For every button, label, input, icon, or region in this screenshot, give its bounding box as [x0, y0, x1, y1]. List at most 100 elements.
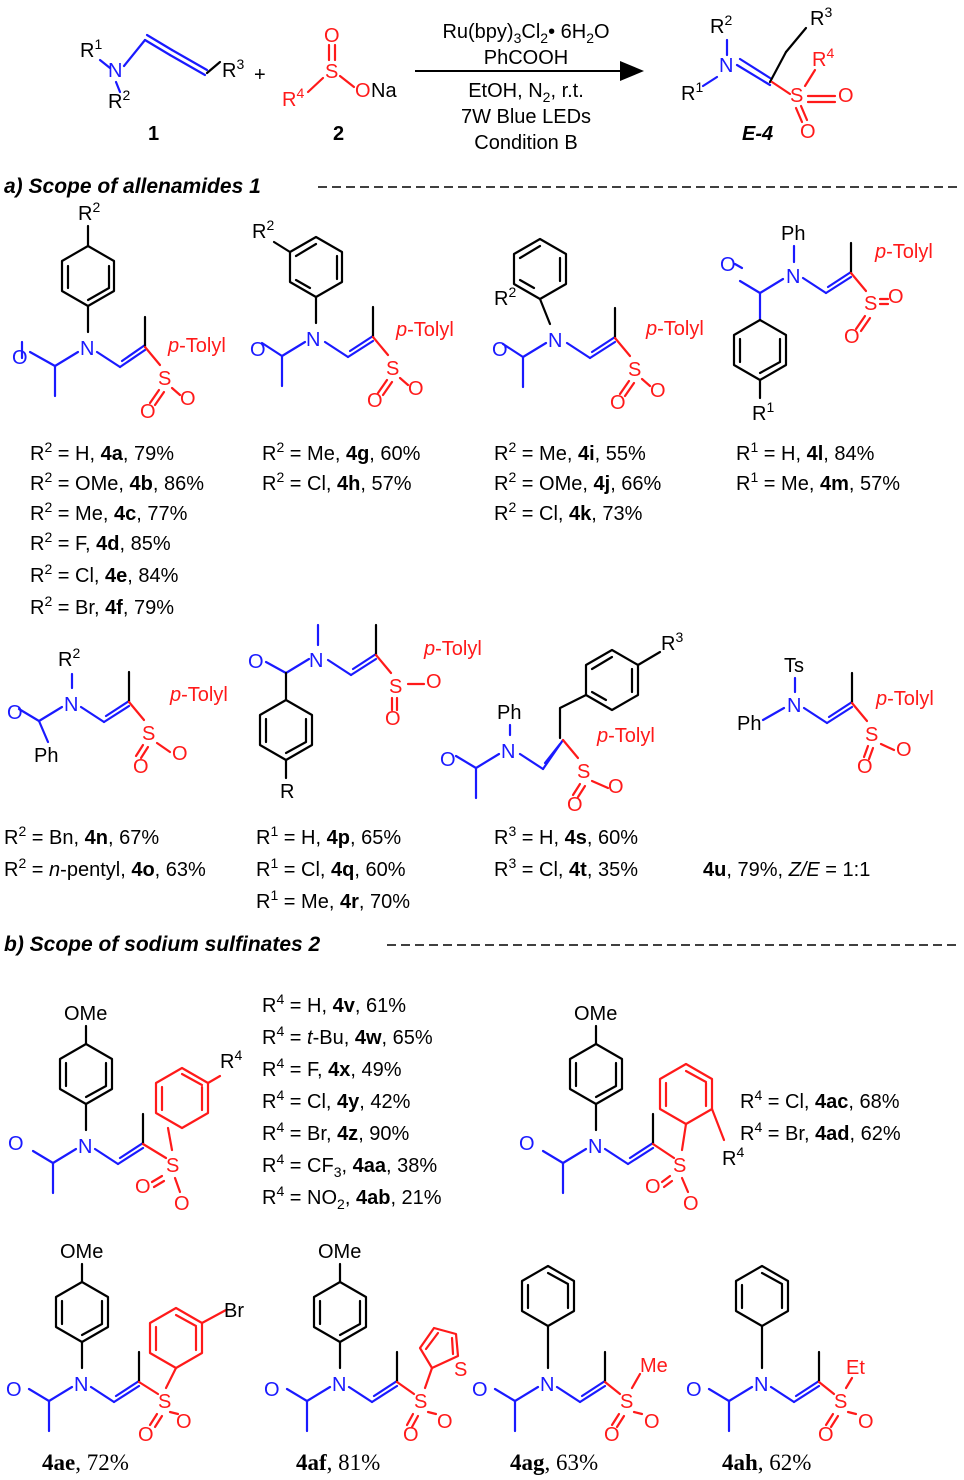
svg-text:O: O	[385, 708, 401, 730]
svg-text:R4: R4	[220, 1047, 242, 1073]
structure-4ah: N O S Et O O 4ah, 62%	[686, 1264, 874, 1475]
svg-text:R3: R3	[661, 629, 683, 655]
svg-text:OMe: OMe	[60, 1241, 103, 1263]
yields-4s-4t: R3 = H, 4s, 60% R3 = Cl, 4t, 35%	[494, 823, 638, 881]
svg-text:Ph: Ph	[34, 745, 58, 767]
section-b-title: b) Scope of sodium sulfinates 2	[4, 933, 321, 956]
svg-text:R4 = NO2, 4ab, 21%: R4 = NO2, 4ab, 21%	[262, 1183, 442, 1212]
svg-text:O: O	[857, 756, 873, 778]
svg-text:p-Tolyl: p-Tolyl	[645, 318, 704, 340]
svg-text:R4 = CF3, 4aa, 38%: R4 = CF3, 4aa, 38%	[262, 1151, 437, 1180]
svg-text:O: O	[720, 254, 736, 276]
svg-text:O: O	[133, 756, 149, 778]
svg-text:O: O	[248, 651, 264, 673]
atom-r3: R3	[222, 56, 244, 82]
svg-text:R2 = Cl, 4k, 73%: R2 = Cl, 4k, 73%	[494, 499, 643, 525]
svg-text:O: O	[176, 1411, 192, 1433]
svg-text:O: O	[645, 1176, 661, 1198]
svg-text:R2 = OMe, 4j, 66%: R2 = OMe, 4j, 66%	[494, 469, 662, 495]
yields-4v-4ab: R4 = H, 4v, 61% R4 = t-Bu, 4w, 65% R4 = …	[262, 991, 442, 1212]
svg-text:4af, 81%: 4af, 81%	[296, 1450, 380, 1475]
svg-text:N: N	[588, 1136, 602, 1158]
svg-text:O: O	[650, 380, 666, 402]
atom-n: N	[108, 60, 122, 82]
svg-text:S: S	[158, 1391, 171, 1413]
svg-text:N: N	[306, 329, 320, 351]
svg-text:S: S	[158, 368, 171, 390]
svg-text:R4 = Cl, 4y, 42%: R4 = Cl, 4y, 42%	[262, 1087, 411, 1113]
svg-text:S: S	[166, 1155, 179, 1177]
svg-text:O: O	[610, 392, 626, 414]
svg-text:7W Blue LEDs: 7W Blue LEDs	[461, 106, 591, 128]
atom-r4: R4	[282, 85, 304, 111]
yields-4g-4h: R2 = Me, 4g, 60% R2 = Cl, 4h, 57%	[262, 439, 421, 495]
svg-text:R1 = Me, 4r, 70%: R1 = Me, 4r, 70%	[256, 887, 410, 913]
svg-text:N: N	[80, 338, 94, 360]
svg-text:R3: R3	[810, 4, 832, 30]
svg-text:O: O	[472, 1379, 488, 1401]
svg-text:O: O	[408, 378, 424, 400]
svg-text:4ag, 63%: 4ag, 63%	[510, 1450, 598, 1475]
svg-text:R3 = H, 4s, 60%: R3 = H, 4s, 60%	[494, 823, 638, 849]
svg-text:O: O	[172, 743, 188, 765]
svg-text:R1: R1	[752, 399, 774, 425]
reaction-conditions: Ru(bpy)3Cl2• 6H2O PhCOOH EtOH, N2, r.t. …	[415, 21, 644, 154]
svg-text:p-Tolyl: p-Tolyl	[395, 319, 454, 341]
svg-text:O: O	[138, 1424, 154, 1446]
svg-text:p-Tolyl: p-Tolyl	[875, 688, 934, 710]
svg-text:R2 = Cl, 4h, 57%: R2 = Cl, 4h, 57%	[262, 469, 412, 495]
structure-4n: R2 N O Ph S p-Tolyl O O	[7, 645, 228, 778]
svg-text:OMe: OMe	[318, 1241, 361, 1263]
svg-text:R4: R4	[722, 1144, 744, 1170]
svg-text:S: S	[386, 358, 399, 380]
svg-text:R4: R4	[812, 45, 834, 71]
svg-text:4ah, 62%: 4ah, 62%	[722, 1450, 811, 1475]
svg-text:O: O	[644, 1411, 660, 1433]
svg-text:O: O	[888, 286, 904, 308]
svg-text:O: O	[800, 121, 816, 143]
svg-text:O: O	[437, 1411, 453, 1433]
svg-text:Br: Br	[224, 1300, 244, 1322]
svg-text:4u, 79%, Z/E = 1:1: 4u, 79%, Z/E = 1:1	[703, 859, 870, 881]
yield-4u: 4u, 79%, Z/E = 1:1	[703, 859, 870, 881]
svg-text:R1 = Cl, 4q, 60%: R1 = Cl, 4q, 60%	[256, 855, 406, 881]
structure-4l: Ph N O R1 S p-Tolyl O O	[720, 223, 933, 425]
svg-text:Ts: Ts	[784, 655, 804, 677]
svg-text:p-Tolyl: p-Tolyl	[596, 725, 655, 747]
svg-text:S: S	[389, 676, 402, 698]
section-a-title: a) Scope of allenamides 1	[4, 175, 261, 198]
svg-text:O: O	[426, 671, 442, 693]
svg-text:R2: R2	[710, 12, 732, 38]
svg-text:N: N	[548, 330, 562, 352]
atom-r1: R1	[80, 36, 102, 62]
atom-o2: O	[355, 80, 371, 102]
svg-text:O: O	[604, 1424, 620, 1446]
svg-text:p-Tolyl: p-Tolyl	[423, 638, 482, 660]
reactant-allenamide: R1 N R2 R3 1	[80, 33, 244, 145]
atom-s: S	[325, 61, 338, 83]
svg-text:O: O	[608, 776, 624, 798]
svg-text:S: S	[834, 1391, 847, 1413]
svg-text:R1 = Me, 4m, 57%: R1 = Me, 4m, 57%	[736, 469, 900, 495]
plus-sign: +	[254, 64, 266, 86]
svg-text:N: N	[332, 1374, 346, 1396]
svg-text:O: O	[6, 1379, 22, 1401]
structure-4ae: OMe N O S Br O O 4ae, 72%	[6, 1241, 244, 1475]
svg-text:Et: Et	[846, 1357, 865, 1379]
reactant-sulfinate: R4 S O O Na 2	[282, 25, 397, 145]
svg-text:O: O	[818, 1424, 834, 1446]
svg-text:Ph: Ph	[737, 713, 761, 735]
structure-4v: OMe N O S R4 O O	[8, 1003, 242, 1215]
svg-text:S: S	[864, 293, 877, 315]
svg-text:O: O	[140, 401, 156, 423]
svg-text:PhCOOH: PhCOOH	[484, 47, 568, 69]
svg-text:R2: R2	[58, 645, 80, 671]
svg-text:OMe: OMe	[64, 1003, 107, 1025]
svg-text:R4 = Cl, 4ac, 68%: R4 = Cl, 4ac, 68%	[740, 1087, 900, 1113]
structure-4p: O N S p-Tolyl O O R	[248, 623, 482, 803]
svg-text:O: O	[180, 388, 196, 410]
svg-text:S: S	[142, 723, 155, 745]
svg-text:R4 = Br, 4z, 90%: R4 = Br, 4z, 90%	[262, 1119, 410, 1145]
svg-text:O: O	[844, 326, 860, 348]
yields-4l-4m: R1 = H, 4l, 84% R1 = Me, 4m, 57%	[736, 439, 900, 495]
